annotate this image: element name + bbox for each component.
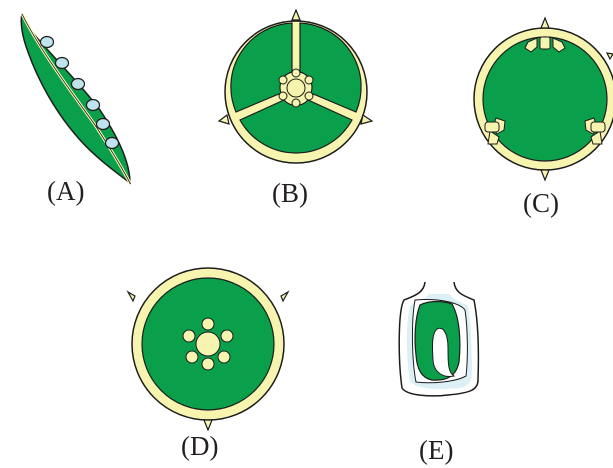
ovary-cavity [483, 37, 607, 161]
figure-a-pea-pod [21, 14, 130, 183]
figure-d-free-central [128, 268, 288, 430]
figure-e-basal [399, 282, 478, 396]
wall-tip [541, 170, 549, 180]
wall-tip [281, 292, 288, 301]
wall-tip [541, 18, 549, 28]
figure-b-axile [219, 10, 372, 163]
pea-seed [72, 79, 85, 90]
figure-c-label: (C) [523, 188, 559, 218]
wall-tip [292, 10, 300, 20]
wall-tip [361, 115, 372, 124]
figure-b-label: (B) [272, 178, 308, 208]
figure-d-label: (D) [181, 431, 218, 461]
figure-a-label: (A) [47, 176, 84, 206]
wall-tip [204, 420, 212, 430]
pea-seed [97, 119, 110, 130]
pea-seed [56, 58, 69, 69]
pea-seed [106, 138, 119, 149]
wall-tip [219, 115, 229, 124]
pea-seed [87, 100, 100, 111]
wall-tip [128, 292, 135, 301]
pea-seed [41, 37, 54, 48]
figure-c-parietal [474, 18, 613, 180]
wall-tip [607, 53, 613, 59]
figure-e-label: (E) [419, 435, 453, 465]
